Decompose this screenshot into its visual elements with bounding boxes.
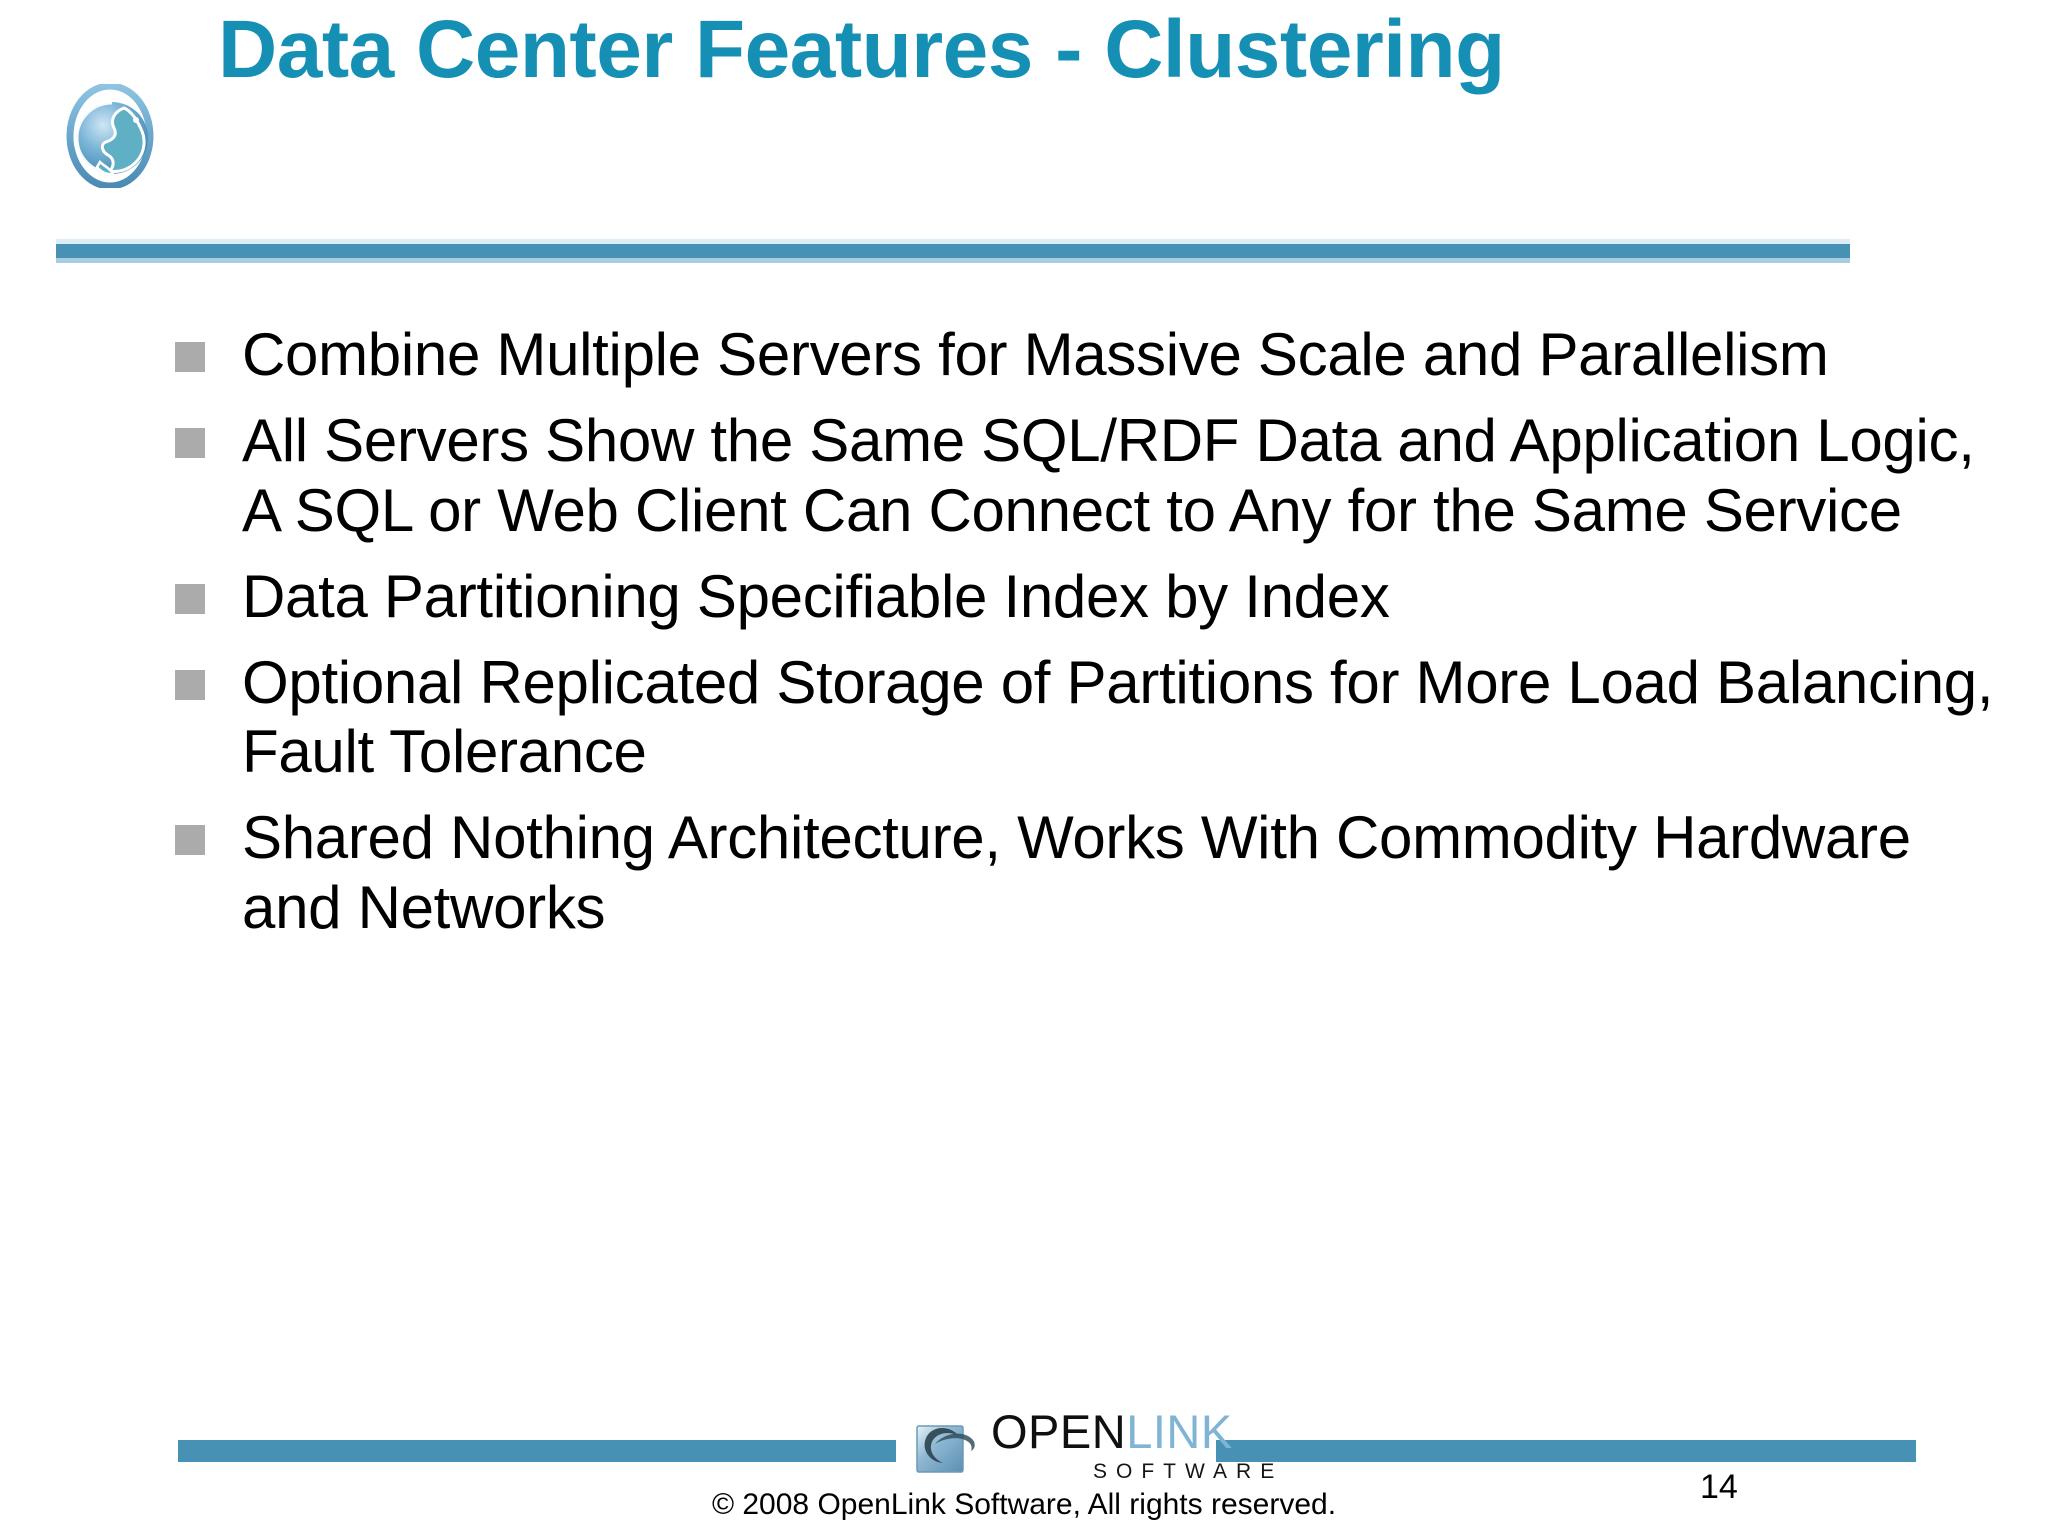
list-item: Shared Nothing Architecture, Works With …: [175, 803, 2005, 943]
wordmark-link: LINK: [1126, 1405, 1233, 1458]
list-item-label: All Servers Show the Same SQL/RDF Data a…: [242, 406, 1975, 544]
bullet-list: Combine Multiple Servers for Massive Sca…: [175, 320, 2005, 959]
page-title: Data Center Features - Clustering: [218, 4, 1505, 95]
bullet-square-icon: [175, 342, 205, 372]
divider-edge-top: [56, 239, 1850, 244]
openlink-e-mark-icon: [915, 1414, 979, 1478]
bullet-square-icon: [175, 583, 205, 614]
list-item: Combine Multiple Servers for Massive Sca…: [175, 320, 2005, 390]
list-item-label: Combine Multiple Servers for Massive Sca…: [242, 321, 1829, 388]
list-item: Data Partitioning Specifiable Index by I…: [175, 562, 2005, 632]
globe-icon: [54, 82, 166, 190]
list-item-label: Shared Nothing Architecture, Works With …: [242, 804, 1911, 942]
list-item: All Servers Show the Same SQL/RDF Data a…: [175, 406, 2005, 546]
title-divider: [56, 239, 1850, 263]
bullet-square-icon: [175, 825, 205, 856]
bullet-square-icon: [175, 669, 205, 700]
divider-bar: [56, 244, 1850, 258]
list-item-label: Optional Replicated Storage of Partition…: [242, 648, 1994, 786]
bullet-square-icon: [175, 427, 205, 458]
footer-bar-left: [178, 1440, 896, 1462]
divider-edge-bottom: [56, 258, 1850, 263]
openlink-wordmark: OPENLINK: [991, 1408, 1233, 1455]
footer-bar-right: [1216, 1440, 1916, 1462]
list-item-label: Data Partitioning Specifiable Index by I…: [242, 562, 1390, 630]
wordmark-open: OPEN: [991, 1405, 1127, 1458]
title-area: Data Center Features - Clustering: [0, 0, 2048, 263]
openlink-software-logo: OPENLINK SOFTWARE: [915, 1394, 1274, 1494]
wordmark-software: SOFTWARE: [1093, 1460, 1284, 1483]
footer: OPENLINK SOFTWARE © 2008 OpenLink Softwa…: [0, 1380, 2048, 1536]
copyright-text: © 2008 OpenLink Software, All rights res…: [711, 1488, 1337, 1521]
list-item: Optional Replicated Storage of Partition…: [175, 648, 2005, 788]
page-number: 14: [1700, 1468, 1738, 1506]
